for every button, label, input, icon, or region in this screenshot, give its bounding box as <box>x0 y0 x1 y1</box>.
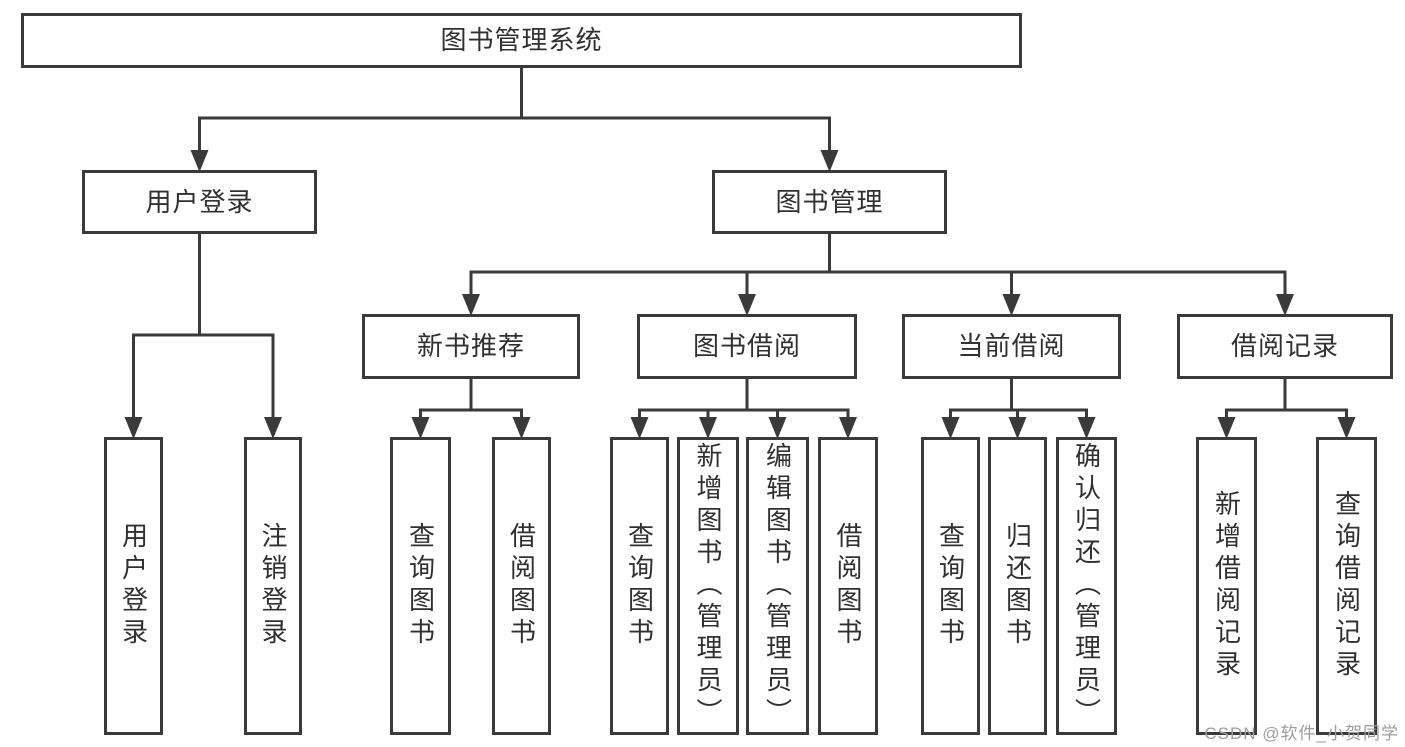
node-label: 图书管理系统 <box>440 25 603 56</box>
leaf-query-book-under-book-borrow: 查询图书 <box>610 437 669 735</box>
node-label: 确认归还（管理员） <box>1071 442 1102 730</box>
node-label: 图书借阅 <box>692 331 801 362</box>
leaf-user-login: 用户登录 <box>104 437 163 735</box>
node-label: 用户登录 <box>145 186 254 217</box>
node-label: 查询图书 <box>935 522 966 650</box>
node-new-book-recommend: 新书推荐 <box>362 314 580 379</box>
node-book-management-system: 图书管理系统 <box>21 13 1022 68</box>
leaf-query-book-under-new-book: 查询图书 <box>390 437 451 735</box>
node-label: 新书推荐 <box>416 331 525 362</box>
leaf-confirm-return-admin: 确认归还（管理员） <box>1056 437 1117 735</box>
leaf-return-book: 归还图书 <box>988 437 1047 735</box>
csdn-watermark: CSDN @软件_小贺同学 <box>1204 724 1399 743</box>
leaf-query-book-under-current-borrow: 查询图书 <box>921 437 980 735</box>
node-label: 借阅图书 <box>506 522 537 650</box>
node-label: 查询图书 <box>624 522 655 650</box>
node-label: 注销登录 <box>258 522 288 650</box>
node-label: 新增图书（管理员） <box>693 442 723 730</box>
node-book-borrow: 图书借阅 <box>637 314 857 379</box>
node-label: 借阅图书 <box>833 522 863 650</box>
node-book-management: 图书管理 <box>712 170 947 234</box>
node-label: 当前借阅 <box>957 331 1066 362</box>
node-label: 图书管理 <box>775 186 884 217</box>
leaf-add-book-admin: 新增图书（管理员） <box>677 437 739 735</box>
leaf-add-borrow-record: 新增借阅记录 <box>1196 437 1257 735</box>
node-label: 查询图书 <box>405 522 436 650</box>
leaf-edit-book-admin: 编辑图书（管理员） <box>746 437 809 735</box>
node-label: 用户登录 <box>118 522 149 650</box>
node-user-login: 用户登录 <box>82 170 317 234</box>
leaf-borrow-book-under-new-book: 借阅图书 <box>492 437 551 735</box>
node-label: 编辑图书（管理员） <box>762 442 793 730</box>
leaf-query-borrow-record: 查询借阅记录 <box>1316 437 1377 735</box>
node-label: 查询借阅记录 <box>1331 490 1362 682</box>
leaf-borrow-book-under-book-borrow: 借阅图书 <box>818 437 878 735</box>
node-current-borrow: 当前借阅 <box>902 314 1121 379</box>
node-label: 归还图书 <box>1002 522 1033 650</box>
leaf-logout-login: 注销登录 <box>244 437 302 735</box>
node-label: 新增借阅记录 <box>1211 490 1242 682</box>
node-borrow-records: 借阅记录 <box>1177 314 1393 379</box>
node-label: 借阅记录 <box>1230 331 1339 362</box>
